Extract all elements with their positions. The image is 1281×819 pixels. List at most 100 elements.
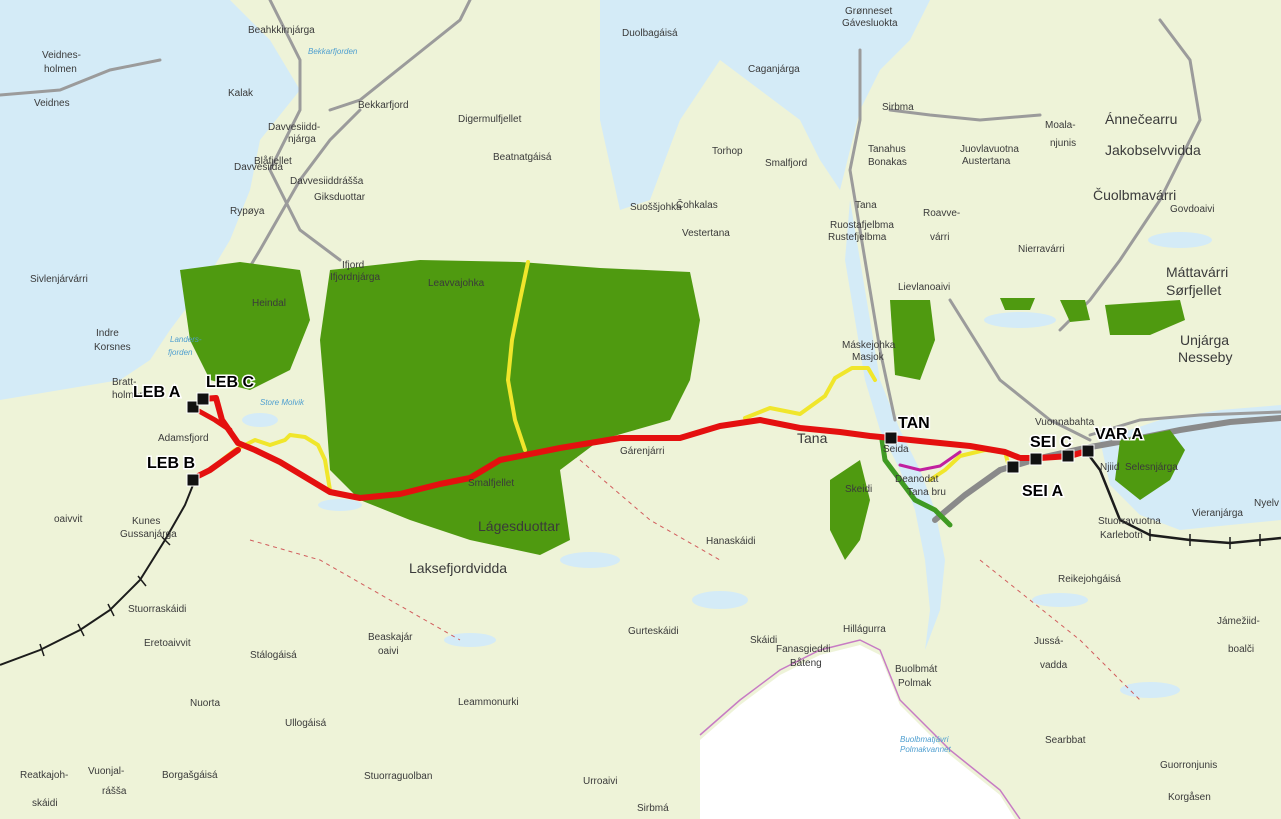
place-label-rustefjelbma: Rustefjelbma (828, 232, 887, 243)
place-label-gussanjarga: Gussanjárga (120, 529, 177, 540)
place-label-duolbagaisa: Duolbagáisá (622, 28, 678, 39)
place-label-vuonjal-2: rášša (102, 786, 127, 797)
station-marker-substation[interactable] (1061, 449, 1075, 463)
lake (318, 499, 362, 511)
place-label-beaskajar-1: Beaskajár (368, 632, 413, 643)
station-marker-leb-c[interactable] (196, 392, 210, 406)
place-label-davvesiiddrassa: Davvesiiddrášša (290, 176, 364, 187)
place-label-landersfjorden-2: fjorden (168, 348, 193, 357)
place-label-veidnesholmen-2: holmen (44, 64, 77, 75)
place-label-vuonjal-1: Vuonjal- (88, 766, 124, 777)
place-label-tanahus: Tanahus (868, 144, 906, 155)
station-marker-sei-c[interactable] (1029, 452, 1043, 466)
place-label-davvesiiddnjarga-2: njárga (288, 134, 316, 145)
alt-route-yellow-central (506, 260, 530, 452)
main-route-red-connector (194, 407, 233, 433)
road (0, 58, 162, 97)
place-label-beatnatgaisa: Beatnatgáisá (493, 152, 552, 163)
place-label-reatkajoh-2: skáidi (32, 798, 58, 809)
road (948, 298, 1092, 442)
place-label-buolbmatjavri-1: Buolbmatjávri (900, 735, 949, 744)
place-label-jakobselvvidda: Jakobselvvidda (1105, 142, 1201, 158)
place-label-lievlanoaivi: Lievlanoaivi (898, 282, 950, 293)
place-label-guorronjunis: Guorronjunis (1160, 760, 1217, 771)
station-label-leb-a: LEB A (133, 384, 181, 401)
tana-river-water (845, 200, 945, 650)
place-label-giksduottar: Giksduottar (314, 192, 366, 203)
place-label-gronneset: Grønneset (845, 6, 892, 17)
place-label-gavesluokta: Gávesluokta (842, 18, 898, 29)
place-label-gurteskaidi: Gurteskáidi (628, 626, 679, 637)
station-marker-var-a[interactable] (1081, 444, 1095, 458)
place-label-store-molvik: Store Molvik (260, 398, 305, 407)
station-marker-sei-a[interactable] (1006, 460, 1020, 474)
alt-route-yellow-tana (743, 366, 877, 420)
road (1058, 18, 1202, 332)
place-label-oaivvit: oaivvit (54, 514, 83, 525)
place-label-searbbat: Searbbat (1045, 735, 1086, 746)
place-label-stalogaisa: Stálogáisá (250, 650, 297, 661)
existing-line-black (0, 449, 1281, 666)
forest-layer (180, 260, 1185, 560)
place-label-bratt-holmen-2: holmen (112, 390, 145, 401)
station-marker-leb-b[interactable] (186, 473, 200, 487)
alt-route-green-tana (879, 437, 953, 528)
place-label-sorfjellet: Sørfjellet (1166, 282, 1221, 298)
station-label-tan: TAN (898, 415, 930, 432)
place-label-govdoaivi: Govdoaivi (1170, 204, 1214, 215)
place-label-karlebotn: Karlebotn (1100, 530, 1143, 541)
forest-west (180, 262, 310, 390)
place-label-tana-bru: Tana bru (907, 487, 946, 498)
place-label-tana-large: Tana (797, 430, 828, 446)
trail (429, 329, 721, 561)
place-label-bonakas: Bonakas (868, 157, 907, 168)
finland-territory (700, 645, 1015, 819)
place-label-beaskajar-2: oaivi (378, 646, 399, 657)
station-marker-tan[interactable] (884, 431, 898, 445)
lake (1032, 593, 1088, 607)
station-marker-leb-a[interactable] (186, 400, 200, 414)
place-label-digermulfjellet: Digermulfjellet (458, 114, 522, 125)
place-label-cuolbmavarri: Čuolbmavárri (1093, 187, 1176, 203)
place-label-ruostafjelbma: Ruostafjelbma (830, 220, 894, 231)
place-label-reikejohgaisa: Reikejohgáisá (1058, 574, 1121, 585)
trails-layer (249, 329, 1141, 701)
place-label-sirbma-2: Sirbmá (637, 803, 669, 814)
place-label-buolbmatjavri-2: Polmakvannet (900, 745, 951, 754)
place-label-buolbmat: Buolbmát (895, 664, 937, 675)
water-layer (0, 0, 1281, 650)
place-label-fanasgieddi: Fanasgieddi (776, 644, 830, 655)
lake (692, 591, 748, 609)
place-label-torhop: Torhop (712, 146, 743, 157)
place-label-davvesiiddnjarga-1: Davvesiidd- (268, 122, 320, 133)
station-label-leb-c: LEB C (206, 374, 254, 391)
place-label-caganjarga: Caganjárga (748, 64, 800, 75)
main-route-red (200, 395, 1090, 501)
place-label-korgasen: Korgåsen (1168, 791, 1211, 803)
place-label-ifjord: Ifjord (342, 260, 364, 271)
place-label-kunes: Kunes (132, 516, 160, 527)
lake (560, 552, 620, 568)
place-label-bekkarfjord: Bekkarfjord (358, 100, 409, 111)
road (1088, 410, 1281, 437)
place-label-vieranjarga: Vieranjárga (1192, 508, 1243, 519)
place-label-moalanjunis-2: njunis (1050, 138, 1076, 149)
place-label-tana-small: Tana (855, 200, 877, 211)
road (888, 108, 1042, 122)
place-label-jussa-2: vadda (1040, 660, 1068, 671)
place-label-moalanjunis-1: Moala- (1045, 120, 1076, 131)
place-label-nierravarri: Nierravárri (1018, 244, 1065, 255)
forest-ne-1 (1105, 300, 1185, 335)
forest-tana-north (890, 300, 935, 380)
place-label-vestertana: Vestertana (682, 228, 730, 239)
place-label-mattavarri: Máttavárri (1166, 264, 1228, 280)
lakes-layer (242, 232, 1212, 698)
forest-tana-west (830, 460, 870, 560)
place-label-stuorraskaidi: Stuorraskáidi (128, 604, 186, 615)
place-label-polmak: Polmak (898, 678, 932, 689)
lake (444, 633, 496, 647)
place-label-vuonnabahta: Vuonnabahta (1035, 417, 1095, 428)
